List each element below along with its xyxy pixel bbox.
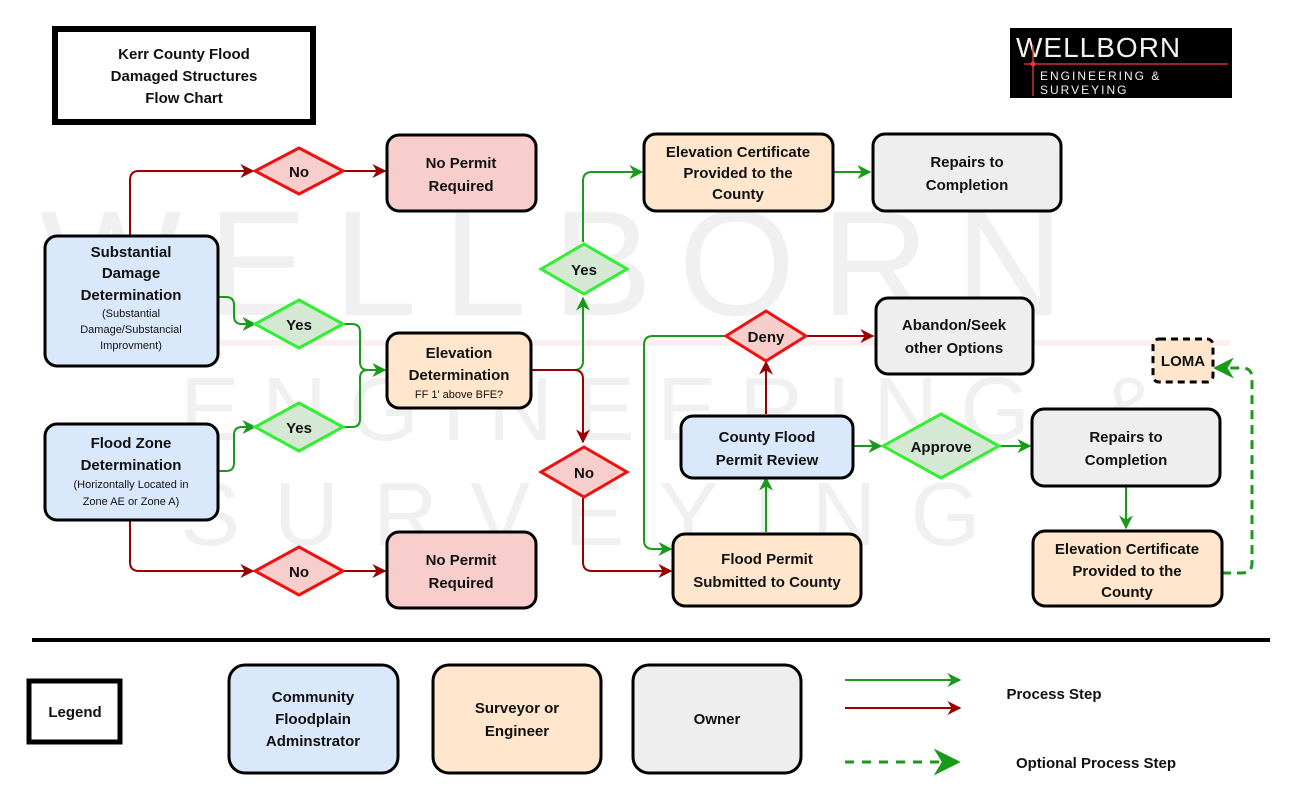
legend: Legend Community Floodplain Adminstrator… (26, 663, 1176, 776)
node-title-line: Determination (409, 367, 510, 384)
node-line: County Flood (719, 429, 816, 446)
node-line: Required (428, 575, 493, 592)
watermark-rule (140, 340, 1230, 346)
arrow-yes-to-elevation-cert (582, 165, 644, 242)
decision-label: Yes (571, 262, 597, 279)
node-title-line: Damage (102, 265, 160, 282)
node-title-line: Elevation (426, 345, 493, 362)
node-line: Completion (926, 177, 1009, 194)
node-sub-line: Damage/Substancial (80, 324, 182, 336)
node-line: Abandon/Seek (902, 317, 1007, 334)
node-sub-line: (Horizontally Located in (74, 479, 189, 491)
legend-role-line: Floodplain (275, 711, 351, 728)
arrow-substantial-to-no (129, 164, 255, 236)
node-sub-line: Improvment) (100, 340, 162, 352)
node-sub-line: FF 1' above BFE? (415, 389, 503, 401)
arrow-cert-to-loma-optional (1212, 357, 1254, 575)
node-loma[interactable]: LOMA (1151, 337, 1215, 384)
legend-optional-step-label: Optional Process Step (1016, 755, 1176, 772)
title-line: Damaged Structures (111, 68, 258, 85)
node-title-line: Substantial (91, 244, 172, 261)
node-line: Repairs to (1089, 429, 1162, 446)
decision-label: Deny (748, 329, 785, 346)
node-no-permit-top[interactable]: No Permit Required (385, 133, 538, 213)
arrow-elevation-to-no (531, 369, 590, 444)
node-sub-line: Zone AE or Zone A) (83, 496, 180, 508)
legend-role-line: Owner (694, 711, 741, 728)
node-elevation-certificate-top[interactable]: Elevation Certificate Provided to the Co… (642, 132, 835, 213)
node-line: Completion (1085, 452, 1168, 469)
node-elevation-determination[interactable]: Elevation Determination FF 1' above BFE? (385, 331, 533, 410)
node-substantial-damage[interactable]: Substantial Damage Determination (Substa… (43, 234, 220, 368)
title-line: Kerr County Flood (118, 46, 250, 63)
node-sub-line: (Substantial (102, 308, 160, 320)
node-line: Elevation Certificate (1055, 541, 1199, 558)
arrow-no-to-flood-permit (582, 498, 673, 578)
node-line: Submitted to County (693, 574, 841, 591)
decision-label: Yes (286, 420, 312, 437)
node-abandon[interactable]: Abandon/Seek other Options (874, 296, 1035, 376)
legend-role-line: Community (272, 689, 355, 706)
decision-no-top[interactable]: No (251, 146, 347, 196)
node-no-permit-bottom[interactable]: No Permit Required (385, 530, 538, 610)
decision-label: No (289, 564, 309, 581)
node-line: Permit Review (716, 452, 819, 469)
legend-role-surveyor: Surveyor or Engineer (431, 663, 603, 775)
node-line: Flood Permit (721, 551, 813, 568)
legend-role-owner: Owner (631, 663, 803, 775)
logo-tagline: ENGINEERING & (1040, 69, 1161, 83)
logo-name: WELLBORN (1016, 32, 1181, 63)
arrow-floodzone-to-yes (218, 420, 257, 472)
node-line: No Permit (426, 155, 497, 172)
title-line: Flow Chart (145, 90, 223, 107)
node-line: No Permit (426, 552, 497, 569)
decision-deny[interactable]: Deny (723, 309, 809, 363)
decision-label: No (574, 465, 594, 482)
node-line: Required (428, 178, 493, 195)
node-repairs-bottom[interactable]: Repairs to Completion (1030, 407, 1222, 488)
arrow-yes2-to-elevation (343, 369, 369, 428)
node-elevation-certificate-bottom[interactable]: Elevation Certificate Provided to the Co… (1031, 529, 1224, 608)
node-flood-zone[interactable]: Flood Zone Determination (Horizontally L… (43, 422, 220, 522)
decision-yes-elevation[interactable]: Yes (538, 242, 630, 296)
arrow-deny-to-flood-permit (643, 335, 727, 556)
legend-title: Legend (48, 704, 101, 721)
decision-label: Yes (286, 317, 312, 334)
node-line: other Options (905, 340, 1003, 357)
node-title-line: Determination (81, 457, 182, 474)
node-line: LOMA (1161, 353, 1205, 370)
arrow-substantial-to-yes (218, 296, 257, 331)
legend-role-line: Adminstrator (266, 733, 360, 750)
node-line: Elevation Certificate (666, 144, 810, 161)
decision-label: Approve (911, 439, 972, 456)
legend-role-line: Surveyor or (475, 700, 559, 717)
connectors (129, 164, 1254, 578)
legend-process-step-label: Process Step (1006, 686, 1101, 703)
node-line: Provided to the (1072, 563, 1181, 580)
title-box: Kerr County Flood Damaged Structures Flo… (52, 26, 316, 125)
node-flood-permit-submitted[interactable]: Flood Permit Submitted to County (671, 532, 863, 608)
legend-title-box: Legend (26, 678, 123, 745)
legend-role-administrator: Community Floodplain Adminstrator (227, 663, 400, 775)
node-line: County (712, 186, 764, 203)
decision-no-bottom[interactable]: No (251, 545, 347, 597)
node-title-line: Determination (81, 287, 182, 304)
arrow-floodzone-to-no (129, 520, 255, 578)
node-line: Provided to the (683, 165, 792, 182)
node-title-line: Flood Zone (91, 435, 172, 452)
node-line: Repairs to (930, 154, 1003, 171)
company-logo: WELLBORN ENGINEERING & SURVEYING (1010, 28, 1232, 98)
node-county-review[interactable]: County Flood Permit Review (679, 414, 855, 480)
decision-label: No (289, 164, 309, 181)
legend-role-line: Engineer (485, 723, 549, 740)
node-line: County (1101, 584, 1153, 601)
node-repairs-top[interactable]: Repairs to Completion (871, 132, 1063, 213)
decision-no-elevation[interactable]: No (538, 445, 630, 499)
decision-yes-substantial[interactable]: Yes (251, 298, 347, 350)
decision-yes-flood-zone[interactable]: Yes (251, 401, 347, 453)
logo-tagline: SURVEYING (1040, 83, 1128, 97)
decision-approve[interactable]: Approve (879, 412, 1003, 480)
